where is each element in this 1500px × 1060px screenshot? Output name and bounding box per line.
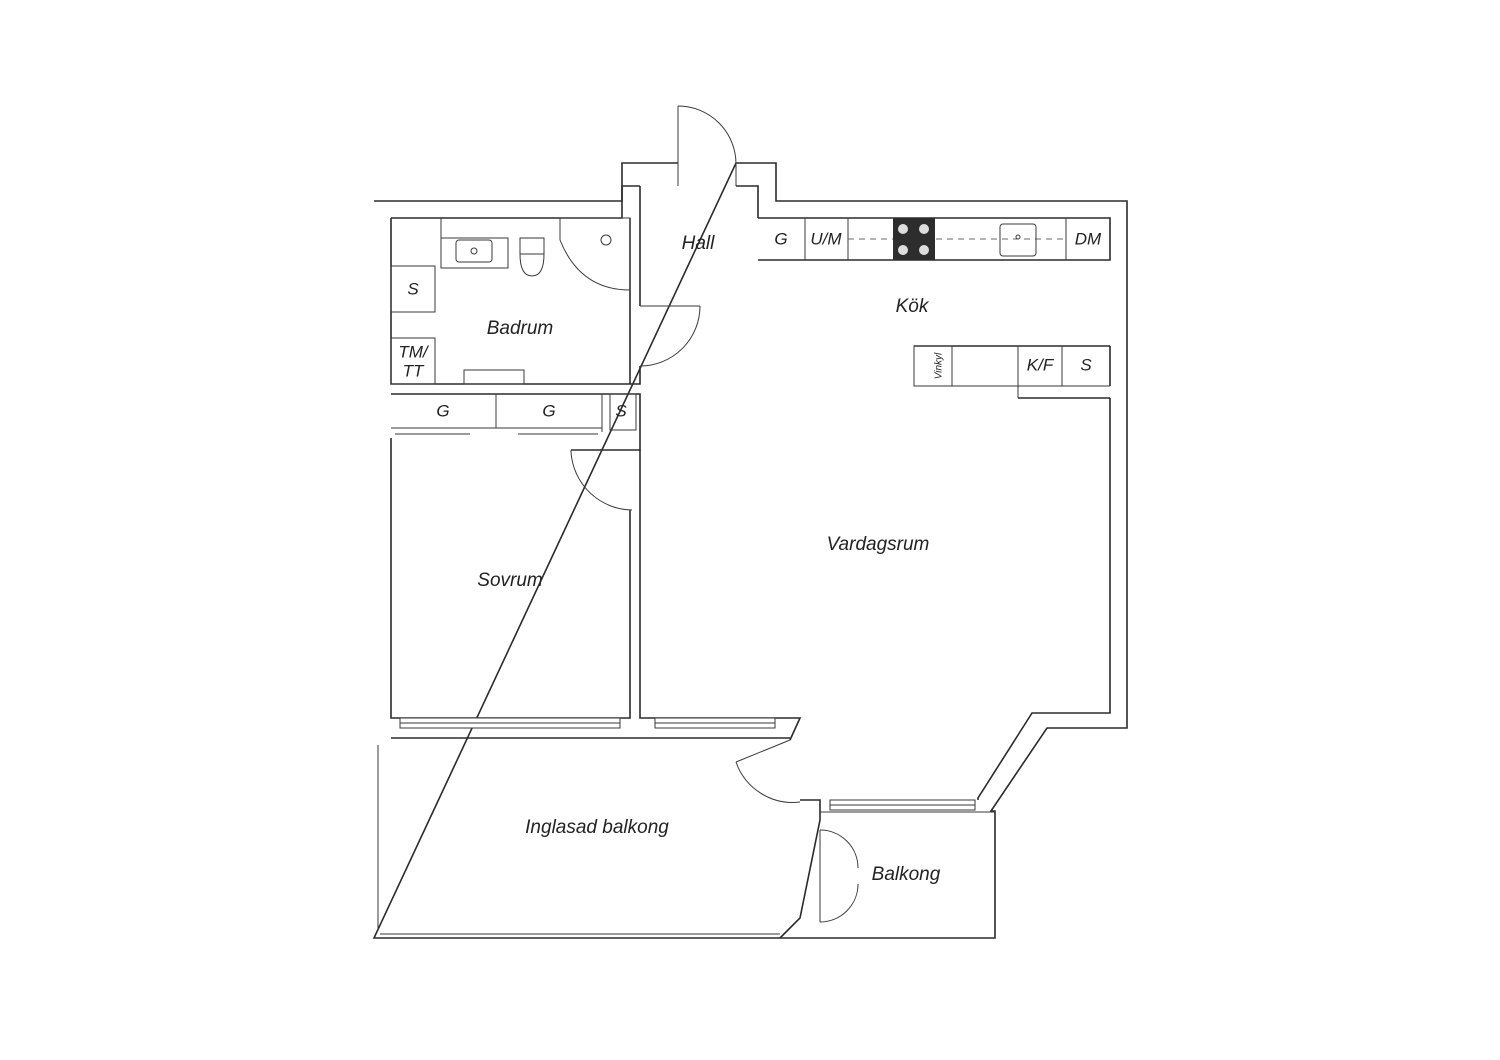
kitchen-island bbox=[913, 345, 1111, 399]
kitchen-label-um: U/M bbox=[810, 229, 842, 248]
room-label-vardagsrum: Vardagsrum bbox=[827, 534, 930, 555]
island-label-s: S bbox=[1080, 355, 1092, 374]
closet-label-s: S bbox=[615, 401, 627, 420]
bath-label-s: S bbox=[407, 279, 419, 298]
island-label-kf: K/F bbox=[1027, 355, 1055, 374]
room-label-hall: Hall bbox=[682, 233, 716, 254]
living-room-walls bbox=[977, 398, 1111, 800]
bedroom-walls bbox=[390, 438, 802, 741]
enclosed-balcony-walls bbox=[377, 737, 821, 939]
room-label-kok: Kök bbox=[896, 296, 930, 317]
kitchen-label-g: G bbox=[774, 229, 787, 248]
bath-label-tm: TM/ bbox=[398, 342, 430, 361]
room-label-badrum: Badrum bbox=[487, 318, 554, 339]
outer-walls bbox=[372, 162, 1128, 939]
bathroom-fixtures bbox=[390, 217, 631, 385]
kitchen-label-dm: DM bbox=[1075, 229, 1102, 248]
bath-label-tt: TT bbox=[403, 361, 425, 380]
closet-label-g2: G bbox=[542, 401, 555, 420]
living-balcony-door[interactable] bbox=[735, 739, 801, 803]
room-label-sovrum: Sovrum bbox=[477, 570, 542, 591]
island-label-vinkyl: Vinkyl bbox=[934, 352, 945, 379]
balkong-door[interactable] bbox=[819, 811, 995, 923]
windows bbox=[399, 717, 976, 811]
room-label-inglasad-balkong: Inglasad balkong bbox=[525, 817, 669, 838]
kitchen-counter bbox=[758, 217, 1111, 261]
bathroom-walls bbox=[390, 186, 701, 385]
closet-label-g1: G bbox=[436, 401, 449, 420]
room-label-balkong: Balkong bbox=[872, 864, 941, 885]
entrance-door[interactable] bbox=[677, 105, 737, 186]
closet-row bbox=[391, 393, 641, 451]
